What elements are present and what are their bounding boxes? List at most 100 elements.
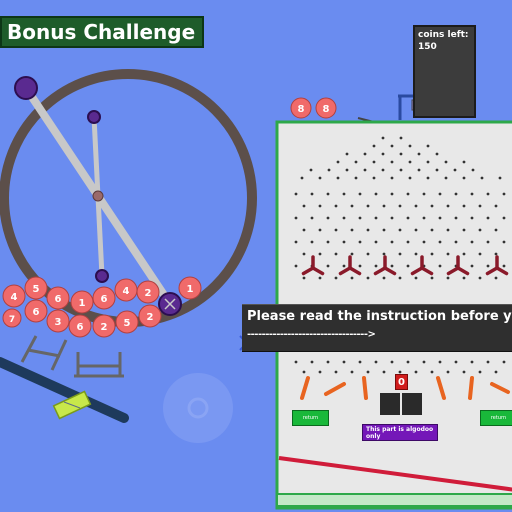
peg [478, 276, 482, 280]
peg [435, 152, 439, 156]
spinner-icon [301, 255, 325, 276]
peg [358, 360, 362, 364]
wheel-support-left [20, 335, 68, 371]
peg [326, 216, 330, 220]
peg [486, 360, 490, 364]
peg [502, 264, 506, 268]
ball[interactable]: 6 [68, 314, 92, 338]
peg [494, 370, 498, 374]
peg [406, 264, 410, 268]
peg [462, 276, 466, 280]
ball[interactable]: 4 [114, 278, 138, 302]
ball[interactable]: 2 [136, 280, 160, 304]
peg [309, 168, 313, 172]
ball[interactable]: 7 [2, 308, 22, 328]
peg [334, 204, 338, 208]
spinner-icon [338, 255, 362, 276]
peg [294, 360, 298, 364]
return-button-right[interactable]: return [480, 410, 512, 426]
peg [444, 160, 448, 164]
peg [300, 176, 304, 180]
ball[interactable]: 1 [178, 276, 202, 300]
ball[interactable]: 1 [70, 290, 94, 314]
peg [350, 204, 354, 208]
peg [398, 276, 402, 280]
ball[interactable]: 2 [138, 304, 162, 328]
peg [470, 264, 474, 268]
ball-label: 2 [145, 288, 152, 299]
ball[interactable]: 2 [92, 314, 116, 338]
peg [294, 192, 298, 196]
peg [372, 176, 376, 180]
peg [502, 216, 506, 220]
spinner-icon [446, 255, 470, 276]
ball-label: 5 [124, 318, 131, 329]
peg [408, 160, 412, 164]
ball-label: 7 [9, 315, 15, 325]
ball[interactable]: 5 [24, 276, 48, 300]
ball[interactable]: 4 [2, 284, 26, 308]
launcher-box[interactable] [52, 390, 92, 420]
ball[interactable]: 3 [46, 309, 70, 333]
peg [462, 370, 466, 374]
peg [354, 176, 358, 180]
queued-ball[interactable]: 8 [290, 97, 312, 119]
peg [390, 192, 394, 196]
peg [366, 370, 370, 374]
peg [422, 360, 426, 364]
peg [310, 360, 314, 364]
arm-pivot-x-mark-2 [164, 298, 176, 310]
ball[interactable]: 6 [46, 286, 70, 310]
return-button-left[interactable]: return [292, 410, 329, 426]
peg [342, 240, 346, 244]
ball-label: 5 [33, 284, 40, 295]
instruction-arrow: ---------------------------------> [247, 329, 376, 340]
ball-label: 6 [77, 322, 84, 333]
peg [294, 216, 298, 220]
peg [462, 160, 466, 164]
peg [426, 144, 430, 148]
peg [438, 240, 442, 244]
ball-label: 6 [101, 294, 108, 305]
peg [435, 168, 439, 172]
peg [414, 370, 418, 374]
peg [470, 216, 474, 220]
ball-label: 6 [55, 294, 62, 305]
peg [430, 252, 434, 256]
peg [454, 360, 458, 364]
peg [345, 168, 349, 172]
counter-block-left [380, 393, 400, 415]
peg [374, 240, 378, 244]
peg [478, 370, 482, 374]
peg [382, 370, 386, 374]
peg [438, 264, 442, 268]
ball[interactable]: 5 [115, 310, 139, 334]
peg [478, 204, 482, 208]
peg [363, 152, 367, 156]
ball[interactable]: 6 [24, 299, 48, 323]
peg [302, 370, 306, 374]
peg [334, 228, 338, 232]
ball-label: 8 [323, 104, 330, 115]
ball-label: 2 [101, 322, 108, 333]
arm-pivot-bottom [95, 269, 109, 283]
counter-block-right [402, 393, 422, 415]
bonus-challenge-banner: Bonus Challenge [0, 16, 204, 48]
peg [294, 264, 298, 268]
peg [294, 240, 298, 244]
peg [502, 192, 506, 196]
peg [422, 240, 426, 244]
peg [414, 252, 418, 256]
peg [372, 160, 376, 164]
peg [502, 360, 506, 364]
peg [462, 228, 466, 232]
peg [478, 252, 482, 256]
ball[interactable]: 6 [92, 286, 116, 310]
peg [446, 228, 450, 232]
peg [446, 204, 450, 208]
instruction-banner[interactable]: Please read the instruction before you -… [242, 304, 512, 352]
peg [430, 228, 434, 232]
peg [471, 168, 475, 172]
peg [318, 276, 322, 280]
queued-ball[interactable]: 8 [315, 97, 337, 119]
